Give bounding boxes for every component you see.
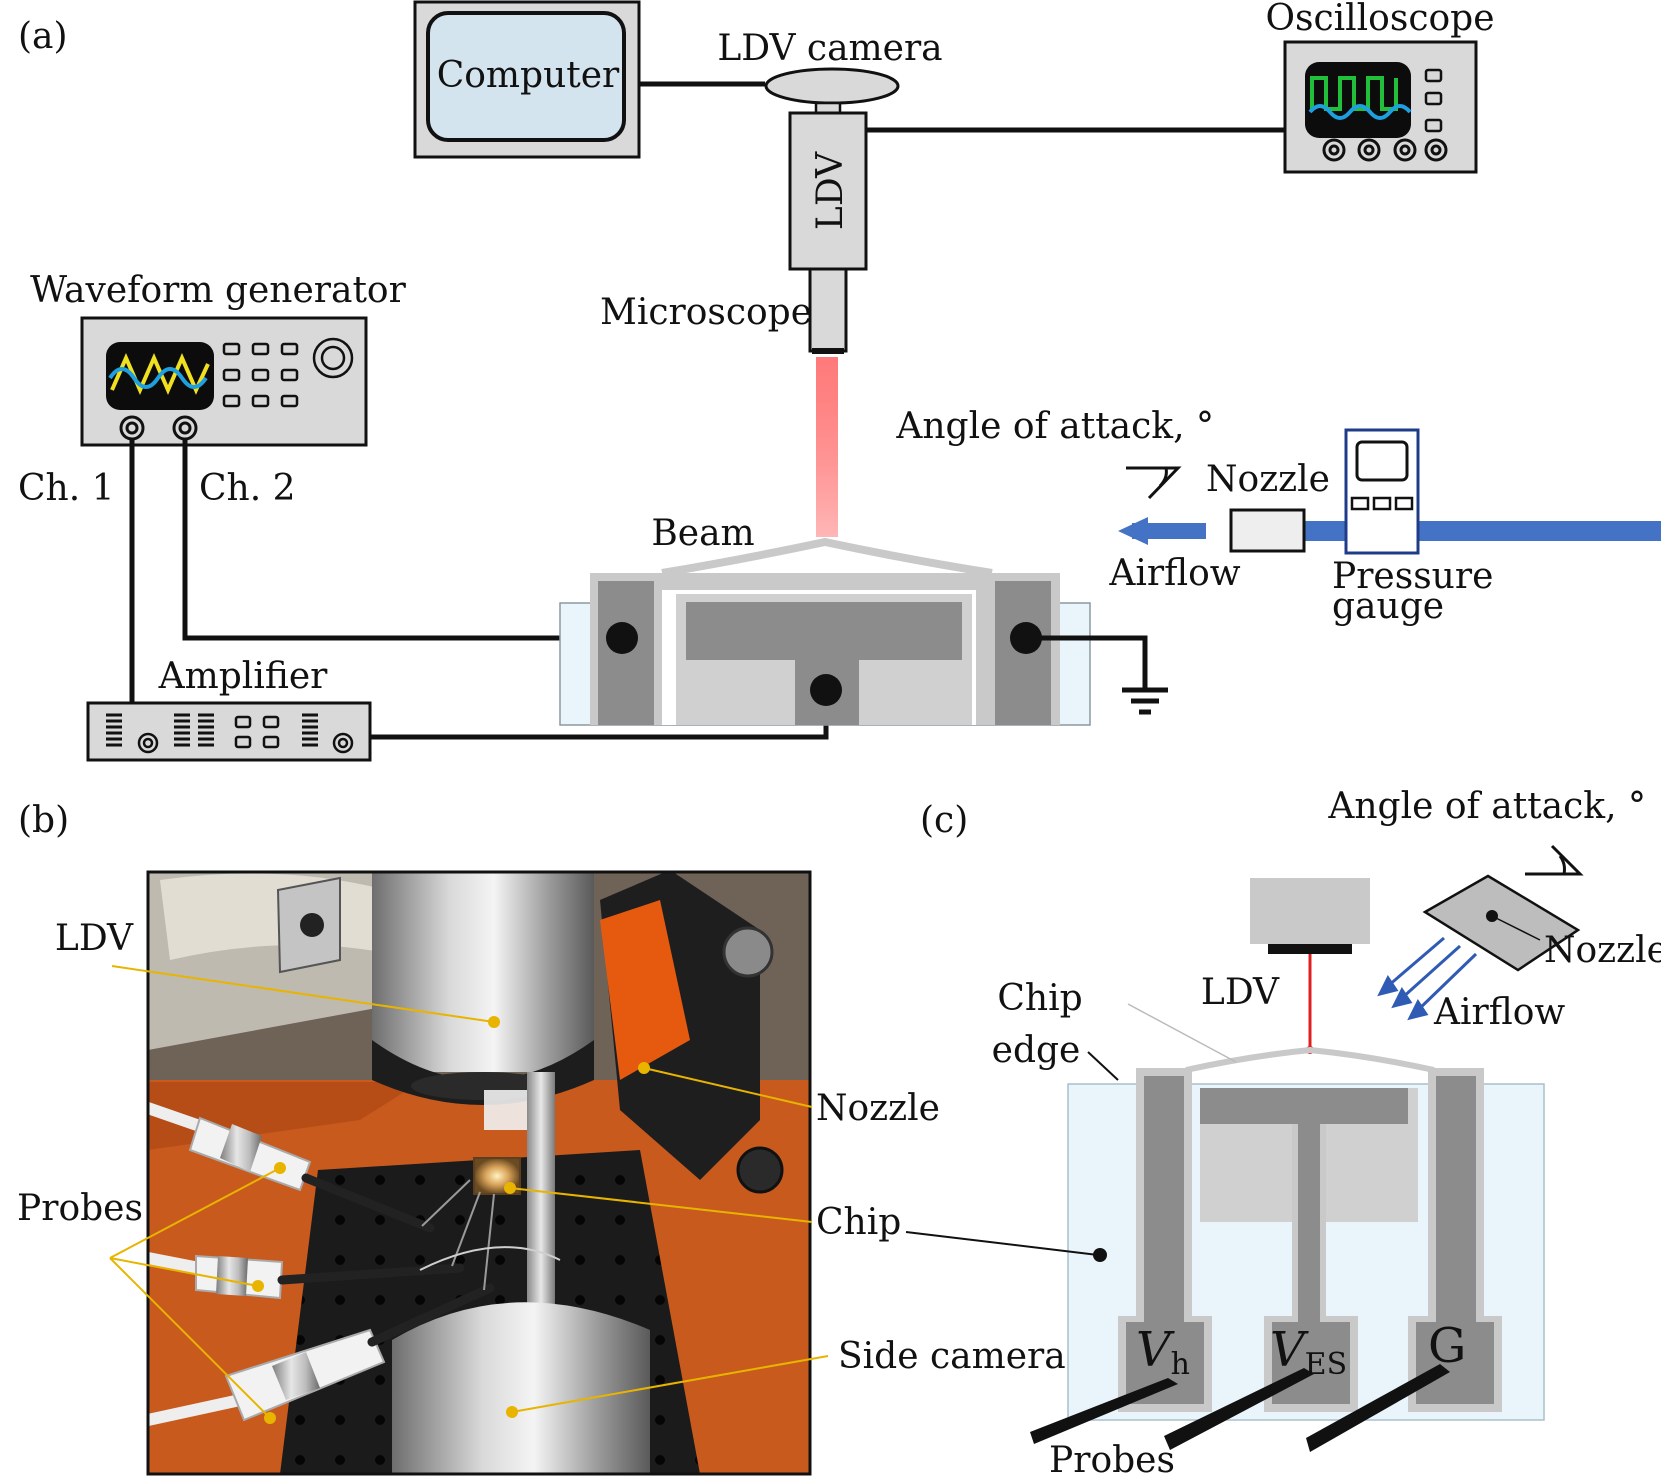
oscilloscope-label: Oscilloscope <box>1265 0 1494 39</box>
angle-of-attack-label-c: Angle of attack, ° <box>1327 786 1646 827</box>
side-camera-label-b: Side camera <box>838 1336 1066 1377</box>
ground-symbol <box>1122 687 1168 715</box>
vh-label: Vh <box>1136 1322 1190 1382</box>
amplifier <box>86 701 372 762</box>
ldv-camera-label: LDV camera <box>717 28 942 69</box>
nozzle-label-a: Nozzle <box>1206 459 1330 500</box>
beam-membrane-c <box>1185 1046 1435 1073</box>
ldv-label: LDV <box>810 151 851 230</box>
cable-ch2-electrode <box>182 439 622 641</box>
ch2-label: Ch. 2 <box>199 468 296 509</box>
nozzle-c <box>1422 874 1581 972</box>
beam-label: Beam <box>651 513 754 554</box>
airflow-arrow-a <box>1132 523 1206 539</box>
pressure-gauge-label-1: Pressure <box>1332 556 1493 597</box>
probe-needles-c <box>1030 1364 1450 1452</box>
g-label: G <box>1428 1318 1466 1374</box>
waveform-generator <box>80 316 368 447</box>
ldv-unit: LDV <box>764 67 900 354</box>
airflow-label-a: Airflow <box>1108 553 1240 594</box>
chip-edge-label-1: Chip <box>997 978 1082 1019</box>
leader-lines-b <box>109 965 829 1424</box>
probes-label-b: Probes <box>17 1188 143 1229</box>
airflow-label-c: Airflow <box>1433 992 1565 1033</box>
photo-b <box>146 870 812 1476</box>
pressure-gauge <box>1344 428 1420 555</box>
computer-screen <box>426 11 626 142</box>
probes-label-c: Probes <box>1049 1440 1175 1476</box>
computer-label: Computer <box>437 55 620 96</box>
oscilloscope <box>1283 40 1478 174</box>
ldv-label-c: LDV <box>1201 972 1280 1013</box>
microscope-label: Microscope <box>600 292 812 333</box>
cable-ground <box>1026 635 1148 688</box>
angle-icon-a <box>1126 466 1182 500</box>
microscope-body <box>808 267 848 353</box>
panel-c-label: (c) <box>920 800 968 841</box>
pressure-gauge-label-2: gauge <box>1332 586 1444 627</box>
beam-device-a <box>559 537 1091 726</box>
angle-icon-c <box>1525 844 1584 876</box>
square-wave-trace <box>1310 76 1398 111</box>
chip-edge-label-2: edge <box>992 1030 1081 1071</box>
ldv-camera-lens <box>764 67 900 105</box>
angle-of-attack-label-a: Angle of attack, ° <box>895 406 1214 447</box>
chip-device-c <box>1067 1046 1545 1421</box>
ves-label: VES <box>1270 1322 1347 1382</box>
sine-wave-trace <box>1308 104 1412 120</box>
nozzle-box-a <box>1229 508 1306 553</box>
panel-a-label: (a) <box>18 16 68 57</box>
ldv-body <box>788 111 868 271</box>
ldv-label-b: LDV <box>55 918 134 959</box>
laser-beam-a <box>816 357 838 537</box>
ldv-head-c <box>1250 878 1370 944</box>
chip-label-b: Chip <box>816 1202 901 1243</box>
ch1-label: Ch. 1 <box>18 468 115 509</box>
panel-b-label: (b) <box>18 800 69 841</box>
nozzle-label-c: Nozzle <box>1544 930 1661 971</box>
amplifier-label: Amplifier <box>158 656 329 697</box>
beam-membrane-a <box>661 537 993 577</box>
nozzle-label-b: Nozzle <box>816 1088 940 1129</box>
waveform-generator-label: Waveform generator <box>30 270 406 311</box>
computer: Computer <box>413 0 641 159</box>
airflow-arrows-c <box>1377 936 1478 1021</box>
